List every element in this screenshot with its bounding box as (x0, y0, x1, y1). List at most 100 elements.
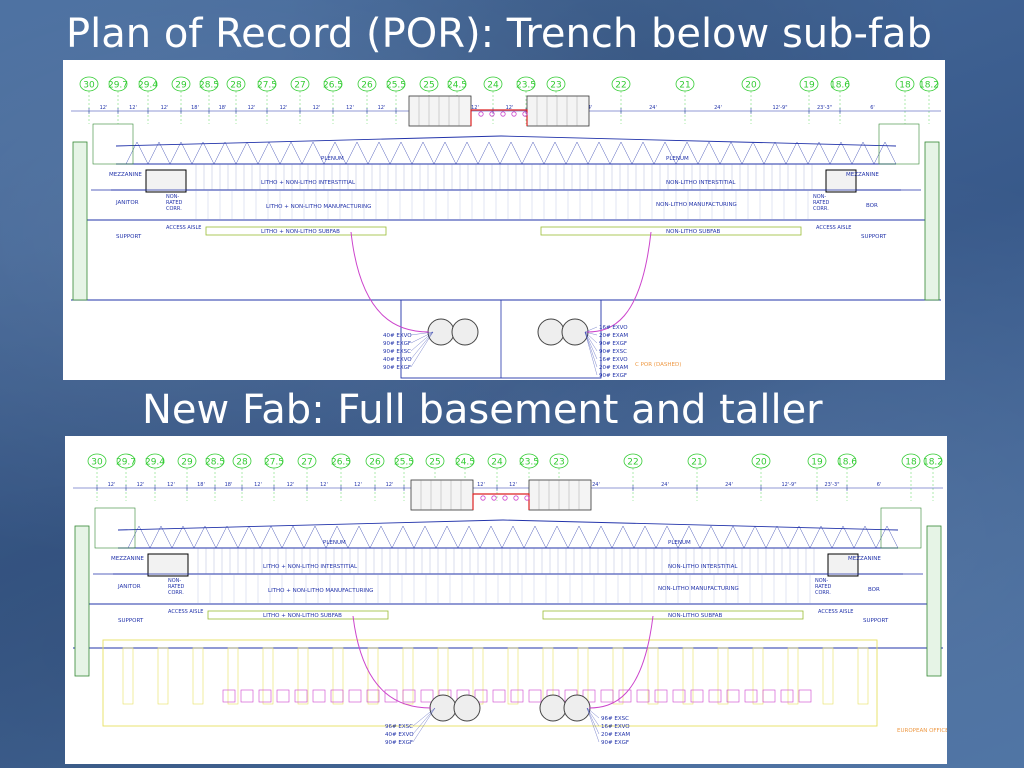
dimension-label: 23'-3" (817, 105, 832, 111)
drawing-line (796, 141, 809, 165)
exhaust-stack (72, 141, 88, 301)
drawing-line (620, 141, 633, 165)
duct-label-right: 20# EXAM (601, 732, 630, 738)
room-support-left: SUPPORT (118, 618, 144, 624)
exhaust-duct (429, 694, 457, 722)
drawing-line (501, 525, 514, 549)
drawing-line (543, 141, 556, 165)
basement-column (682, 647, 694, 705)
drawing-line (584, 331, 598, 376)
dimension-label: 12' (320, 482, 328, 488)
dimension-label: 12' (346, 105, 354, 111)
dimension-label: 12' (378, 105, 386, 111)
room-mezzanine-left: MEZZANINE (109, 172, 142, 178)
basement-column (752, 647, 764, 705)
subfab-equipment (636, 689, 650, 703)
subfab-equipment (690, 689, 704, 703)
drawing-line (818, 141, 831, 165)
drawing-line (586, 707, 600, 743)
fan-symbol (511, 111, 517, 117)
drawing-line (653, 141, 666, 165)
grid-bubble-label: 28.5 (205, 458, 225, 468)
drawing-line (127, 525, 140, 549)
duct-label-right: 90# EXGF (601, 740, 629, 746)
drawing-line (158, 141, 171, 165)
subfab-equipment (276, 689, 290, 703)
drawing-line (666, 525, 679, 549)
grid-bubble-label: 28 (236, 458, 248, 468)
drawing-line (325, 525, 338, 549)
drawing-line (655, 525, 668, 549)
subfab-equipment (708, 689, 722, 703)
fan-symbol (478, 111, 484, 117)
grid-bubble-label: 27.5 (257, 81, 277, 91)
exhaust-duct (561, 318, 589, 346)
drawing-line (642, 141, 655, 165)
drawing-line (521, 141, 534, 165)
duct-label-left: 40# EXVO (383, 333, 412, 339)
room-mfg-left: LITHO + NON-LITHO MANUFACTURING (268, 588, 373, 594)
basement-column (507, 647, 519, 705)
room-plenum-right: PLENUM (668, 540, 691, 546)
dimension-label: 12' (354, 482, 362, 488)
drawing-line (412, 707, 436, 727)
duct-run (588, 615, 654, 709)
dimension-label: 6' (877, 482, 882, 488)
room-subfab-left: LITHO + NON-LITHO SUBFAB (263, 613, 342, 619)
grid-bubble-label: 18.6 (837, 458, 857, 468)
drawing-line (323, 141, 336, 165)
room-nonrated-right: NON- (815, 578, 828, 584)
drawing-line (369, 525, 382, 549)
drawing-line (622, 525, 635, 549)
drawing-line (754, 525, 767, 549)
drawing-line (556, 525, 569, 549)
room-nonrated-left: NON- (166, 194, 179, 200)
basement-column (787, 647, 799, 705)
dimension-label: 18' (225, 482, 233, 488)
mezzanine-box (147, 553, 189, 577)
drawing-line (840, 141, 853, 165)
drawing-line (763, 141, 776, 165)
drawing-line (644, 525, 657, 549)
subfab-equipment (258, 689, 272, 703)
dimension-label: 23'-3" (824, 482, 839, 488)
exhaust-stack (924, 141, 940, 301)
grid-bubble-label: 24 (487, 81, 499, 91)
room-nonrated-left: NON- (168, 578, 181, 584)
drawing-line (686, 141, 699, 165)
subfab-equipment (600, 689, 614, 703)
subfab-equipment (780, 689, 794, 703)
grid-bubble-label: 25 (423, 81, 434, 91)
drawing-line (578, 525, 591, 549)
drawing-line (169, 141, 182, 165)
drawing-line (586, 707, 600, 727)
exhaust-duct (453, 694, 481, 722)
mezzanine-box (145, 169, 187, 193)
drawing-line (499, 141, 512, 165)
subfab-equipment (384, 689, 398, 703)
grid-bubble-label: 29.7 (116, 458, 136, 468)
drawing-line (532, 141, 545, 165)
basement-column (192, 647, 204, 705)
drawing-line (204, 525, 217, 549)
fan-symbol (524, 495, 530, 501)
drawing-line (410, 331, 434, 344)
duct-label-left: 40# EXVO (383, 357, 412, 363)
dimension-label: 12' (108, 482, 116, 488)
drawing-line (675, 141, 688, 165)
grid-bubble-label: 18 (905, 458, 917, 468)
room-nonrated-right: RATED (815, 584, 832, 590)
air-handler (878, 123, 920, 165)
drawing-line (279, 141, 292, 165)
subfab-equipment (672, 689, 686, 703)
drawing-line (708, 141, 721, 165)
slide-title-por: Plan of Record (POR): Trench below sub-f… (66, 11, 932, 57)
drawing-line (864, 525, 877, 549)
fan-symbol (480, 495, 486, 501)
exhaust-pipe (472, 493, 530, 510)
drawing-line (301, 141, 314, 165)
rooftop-unit (526, 95, 590, 127)
duct-label-left: 90# EXSC (383, 349, 411, 355)
subfab-equipment (222, 689, 236, 703)
